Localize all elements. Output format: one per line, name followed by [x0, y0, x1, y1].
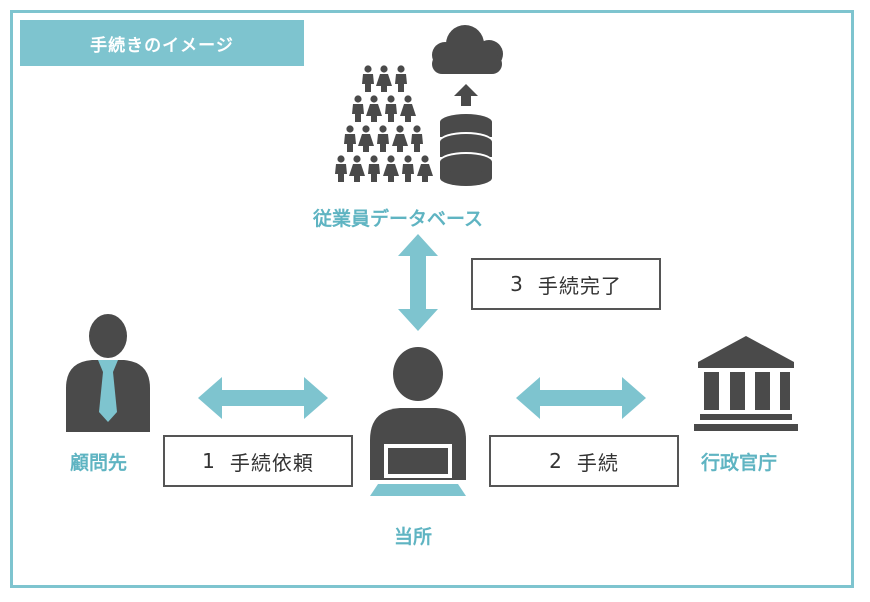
- client-office-arrow: [198, 377, 328, 419]
- step-3-number: 3: [510, 272, 524, 296]
- step-2-label: 手続: [576, 450, 619, 475]
- government-building-icon: [694, 336, 798, 431]
- businessman-icon: [66, 314, 150, 432]
- government-label: 行政官庁: [701, 452, 778, 474]
- cloud-icon: [432, 25, 503, 74]
- step-2-box: 2 手続: [489, 435, 679, 487]
- step-3-label: 手続完了: [537, 273, 622, 298]
- database-label: 従業員データベース: [313, 208, 484, 230]
- database-icon: [440, 114, 492, 186]
- office-label: 当所: [394, 526, 433, 548]
- step-3-box: 3 手続完了: [471, 258, 661, 310]
- step-2-number: 2: [549, 449, 563, 473]
- step-1-box: 1 手続依頼: [163, 435, 353, 487]
- step-1-label: 手続依頼: [229, 450, 314, 475]
- office-government-arrow: [516, 377, 646, 419]
- diagram-title: 手続きのイメージ: [20, 20, 304, 66]
- people-crowd-icon: [335, 65, 433, 182]
- step-1-number: 1: [202, 449, 216, 473]
- upload-arrow-icon: [454, 84, 478, 106]
- laptop-user-icon: [370, 347, 466, 496]
- database-office-arrow: [398, 234, 438, 331]
- client-label: 顧問先: [70, 452, 128, 474]
